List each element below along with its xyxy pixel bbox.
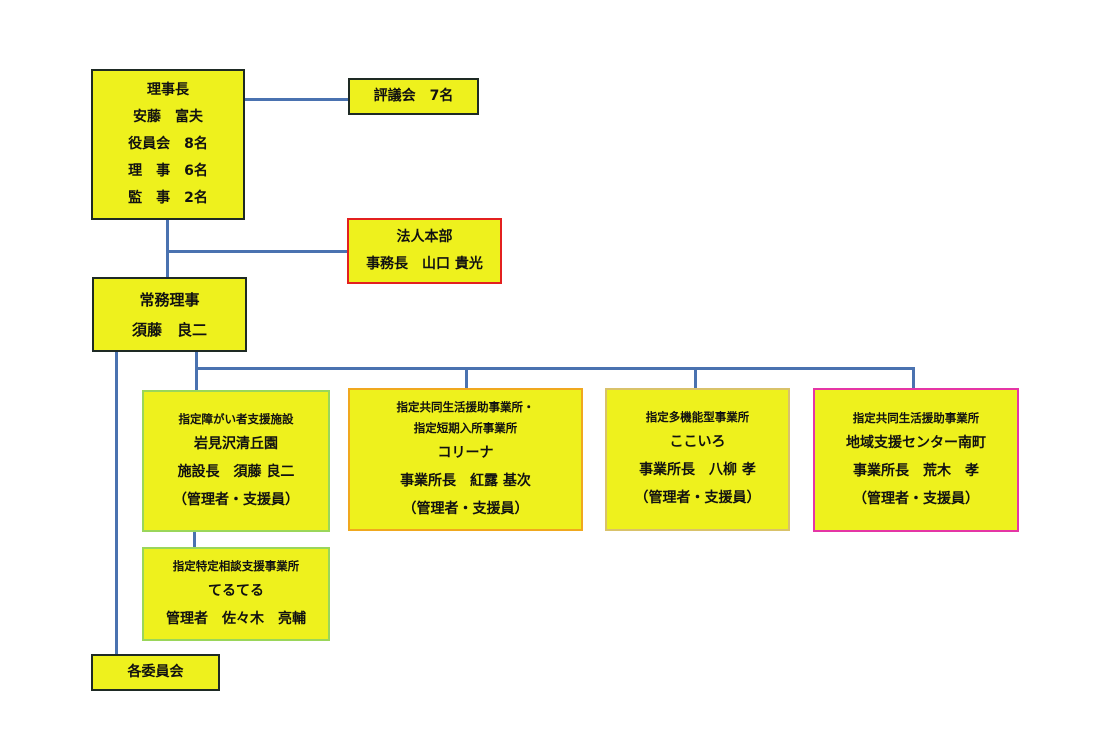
consultation-name: てるてる <box>208 582 264 599</box>
chairman-name: 安藤 富夫 <box>133 109 203 125</box>
facility-role: （管理者・支援員） <box>173 491 299 508</box>
council-label: 評議会 7名 <box>373 88 454 104</box>
facility-box-kokoiro: 指定多機能型事業所 ここいろ 事業所長 八柳 孝 （管理者・支援員） <box>605 388 790 531</box>
connector-facilities-bus <box>195 367 915 370</box>
board-count: 役員会 8名 <box>128 136 208 152</box>
connector-executive-committees <box>115 350 118 656</box>
auditors-count: 監 事 2名 <box>128 190 208 206</box>
facility-box-minamimachi: 指定共同生活援助事業所 地域支援センター南町 事業所長 荒木 孝 （管理者・支援… <box>813 388 1019 532</box>
facility-name: 地域支援センター南町 <box>846 434 986 451</box>
facility-box-corina: 指定共同生活援助事業所・ 指定短期入所事業所 コリーナ 事業所長 紅露 基次 （… <box>348 388 583 531</box>
facility-type-secondary: 指定短期入所事業所 <box>413 420 518 435</box>
facility-name: 岩見沢清丘園 <box>194 435 278 452</box>
facility-name: ここいろ <box>669 434 726 450</box>
headquarters-manager: 事務長 山口 貴光 <box>366 256 483 272</box>
facility-type: 指定共同生活援助事業所 <box>852 410 980 425</box>
connector-executive-branch <box>195 350 198 369</box>
executive-director-title: 常務理事 <box>139 290 200 309</box>
consultation-type: 指定特定相談支援事業所 <box>172 558 300 573</box>
connector-chairman-down <box>166 218 169 279</box>
connector-to-facility-1 <box>195 367 198 392</box>
directors-count: 理 事 6名 <box>128 163 208 179</box>
consultation-manager: 管理者 佐々木 亮輔 <box>166 610 306 627</box>
council-box: 評議会 7名 <box>348 78 479 115</box>
facility-name: コリーナ <box>437 444 494 461</box>
committees-box: 各委員会 <box>91 654 220 691</box>
headquarters-title: 法人本部 <box>396 229 453 245</box>
connector-to-facility-4 <box>912 367 915 390</box>
facility-type: 指定障がい者支援施設 <box>178 411 294 426</box>
facility-manager: 事業所長 八柳 孝 <box>639 462 756 478</box>
facility-box-seikyuen: 指定障がい者支援施設 岩見沢清丘園 施設長 須藤 良二 （管理者・支援員） <box>142 390 330 532</box>
connector-to-facility-2 <box>465 367 468 390</box>
facility-manager: 施設長 須藤 良二 <box>177 463 295 480</box>
facility-type: 指定共同生活援助事業所・ <box>396 399 535 414</box>
chairman-box: 理事長 安藤 富夫 役員会 8名 理 事 6名 監 事 2名 <box>91 69 245 220</box>
facility-role: （管理者・支援員） <box>634 490 761 506</box>
chairman-title: 理事長 <box>147 82 189 98</box>
headquarters-box: 法人本部 事務長 山口 貴光 <box>347 218 502 284</box>
connector-facility-consultation <box>193 530 196 549</box>
consultation-box-teruteru: 指定特定相談支援事業所 てるてる 管理者 佐々木 亮輔 <box>142 547 330 641</box>
facility-role: （管理者・支援員） <box>402 500 529 517</box>
facility-manager: 事業所長 荒木 孝 <box>853 462 979 479</box>
connector-to-headquarters <box>166 250 349 253</box>
connector-to-facility-3 <box>694 367 697 390</box>
executive-director-name: 須藤 良二 <box>131 320 207 339</box>
facility-manager: 事業所長 紅露 基次 <box>400 472 531 489</box>
connector-chairman-council <box>243 98 350 101</box>
executive-director-box: 常務理事 須藤 良二 <box>92 277 247 352</box>
committees-label: 各委員会 <box>127 664 184 680</box>
facility-type: 指定多機能型事業所 <box>645 410 750 424</box>
facility-role: （管理者・支援員） <box>853 490 979 507</box>
